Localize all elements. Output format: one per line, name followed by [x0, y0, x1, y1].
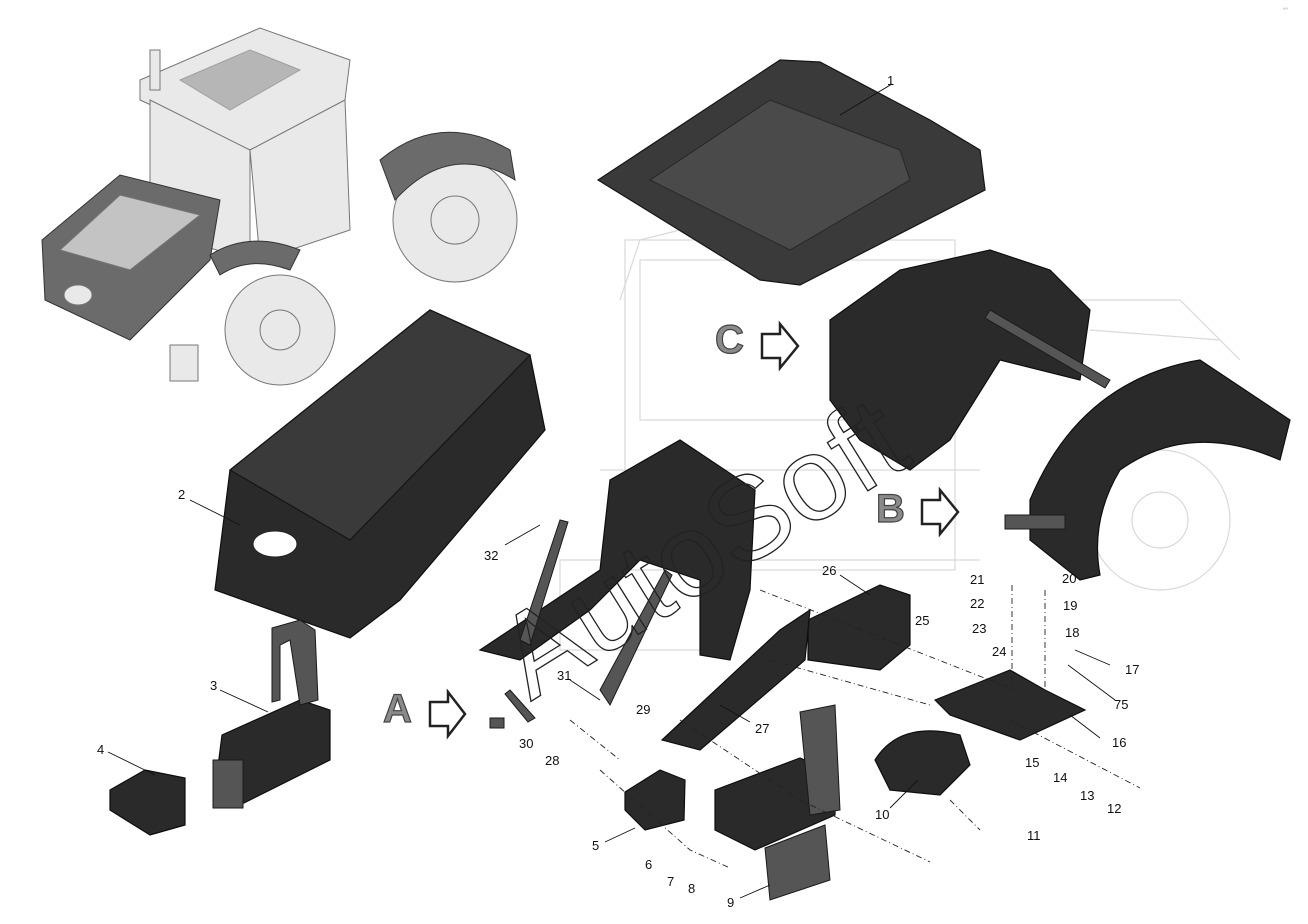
callout-26: 26	[822, 563, 836, 578]
part-32-frame	[478, 439, 756, 661]
callout-30: 30	[519, 736, 533, 751]
view-marker-a: A	[382, 686, 467, 740]
part-30-lever	[504, 689, 536, 723]
part-31-strut	[599, 569, 673, 707]
part-3-bracket	[271, 619, 319, 706]
part-2-hood-top	[228, 309, 532, 541]
arrow-right-icon	[428, 688, 467, 740]
part-30-clip	[489, 717, 505, 729]
part-16-step	[933, 669, 1087, 741]
callout-9: 9	[727, 895, 734, 910]
callout-27: 27	[755, 721, 769, 736]
callout-10: 10	[875, 807, 889, 822]
part-26-panel	[807, 584, 911, 671]
callout-19: 19	[1063, 598, 1077, 613]
callout-21: 21	[970, 572, 984, 587]
rear-fender-bracket	[1004, 514, 1066, 530]
callout-18: 18	[1065, 625, 1079, 640]
callout-8: 8	[688, 881, 695, 896]
part-9-bracket	[799, 704, 841, 816]
svg-text:C: C	[715, 318, 744, 362]
callout-15: 15	[1025, 755, 1039, 770]
svg-text:B: B	[876, 487, 905, 531]
leader-lines	[107, 83, 1116, 899]
callout-31: 31	[557, 668, 571, 683]
callout-22: 22	[970, 596, 984, 611]
callout-11: 11	[1027, 828, 1041, 843]
part-9-cradle	[764, 824, 831, 901]
svg-text:A: A	[383, 687, 412, 731]
callout-29: 29	[636, 702, 650, 717]
callout-7: 7	[667, 874, 674, 889]
part-2-hood-badge	[252, 530, 298, 558]
callout-20: 20	[1062, 571, 1076, 586]
part-1-roof-panel	[649, 99, 911, 251]
callout-16: 16	[1112, 735, 1126, 750]
callout-4: 4	[97, 742, 104, 757]
part-32-strut	[519, 519, 569, 646]
assembly-lines	[569, 585, 1141, 869]
callout-32: 32	[484, 548, 498, 563]
callout-24: 24	[992, 644, 1006, 659]
part-4-small-box	[109, 769, 186, 836]
callout-75: 75	[1114, 697, 1128, 712]
callout-5: 5	[592, 838, 599, 853]
part-10-cover	[874, 730, 971, 796]
callout-13: 13	[1080, 788, 1094, 803]
part-9-battery-box	[714, 757, 836, 851]
fender-bar	[984, 309, 1111, 389]
reference-tractor-illustration	[41, 27, 518, 386]
corner-mark: °°	[1283, 8, 1288, 14]
callout-25: 25	[915, 613, 929, 628]
arrow-right-icon	[760, 320, 800, 372]
callout-17: 17	[1125, 662, 1139, 677]
callout-28: 28	[545, 753, 559, 768]
callout-6: 6	[645, 857, 652, 872]
callout-14: 14	[1053, 770, 1067, 785]
callout-3: 3	[210, 678, 217, 693]
rear-fender-b	[1029, 359, 1291, 581]
arrow-right-icon	[920, 486, 960, 538]
callout-labels: 1 2 3 4 5 6 7 8 9 10 11 12 13 14 15 16 1…	[97, 73, 1139, 910]
view-marker-b: B	[875, 486, 960, 538]
part-5-housing	[624, 769, 686, 831]
part-27-side-panel	[660, 608, 811, 751]
callout-1: 1	[887, 73, 894, 88]
callout-23: 23	[972, 621, 986, 636]
fender-assembly-c	[829, 249, 1091, 471]
callout-2: 2	[178, 487, 185, 502]
part-3-stand	[212, 759, 244, 809]
callout-12: 12	[1107, 801, 1121, 816]
view-marker-c: C	[714, 317, 800, 372]
